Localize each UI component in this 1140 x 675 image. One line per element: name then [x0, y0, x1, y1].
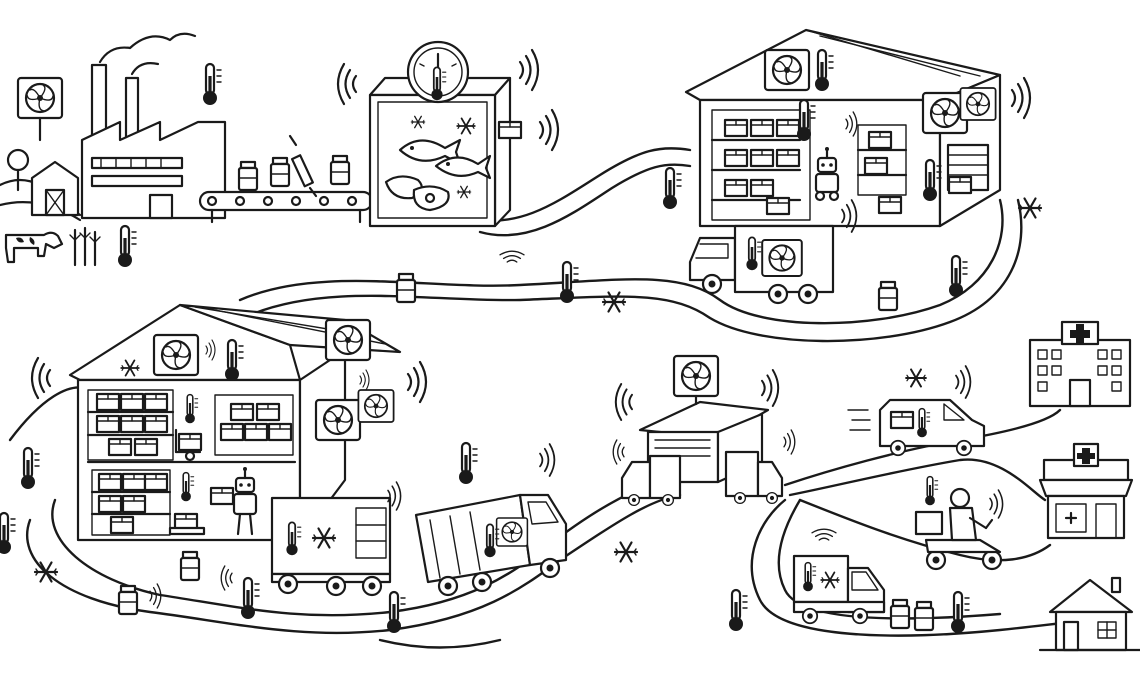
- freezer-room: [336, 40, 560, 228]
- refrigerated-truck-icon: [270, 481, 402, 597]
- vial-icon: [269, 156, 291, 188]
- warehouse-top: [661, 28, 1043, 228]
- thermometer-icon: [457, 441, 479, 486]
- fan-icon: [959, 87, 997, 121]
- wifi-signal-icon: [359, 369, 370, 391]
- house-icon: [1038, 576, 1140, 652]
- wheat-icon: [69, 226, 101, 267]
- wifi-signal-icon: [783, 429, 796, 455]
- refrigerated-truck-icon: [688, 199, 858, 305]
- thermometer-icon: [239, 576, 261, 621]
- fan-icon: [495, 517, 529, 547]
- wifi-signal-icon: [30, 356, 52, 400]
- wifi-signal-icon: [499, 250, 525, 263]
- vial-icon: [913, 600, 935, 632]
- thermometer-icon: [949, 590, 971, 635]
- fan-icon: [672, 354, 720, 398]
- wifi-signal-icon: [614, 383, 633, 421]
- cow-icon: [4, 231, 64, 264]
- wifi-signal-icon: [336, 62, 358, 106]
- wifi-signal-icon: [989, 489, 1004, 519]
- vial-icon: [889, 598, 911, 630]
- thermometer-icon: [19, 446, 41, 491]
- fan-icon: [152, 333, 200, 377]
- thermometer-icon: [727, 588, 749, 633]
- wifi-signal-icon: [539, 443, 556, 477]
- vial-icon: [329, 154, 351, 186]
- vial-icon: [395, 272, 417, 304]
- thermometer-icon: [385, 590, 407, 635]
- hospital-icon: [1028, 320, 1132, 408]
- wifi-signal-icon: [612, 439, 625, 465]
- wifi-signal-icon: [811, 528, 837, 541]
- delivery-van-icon: [847, 398, 986, 457]
- fish-icon: [434, 154, 492, 180]
- thermometer-icon: [661, 166, 683, 211]
- snowflake-icon: [1017, 197, 1043, 219]
- farm-fan-icon: [16, 76, 64, 120]
- vial-icon: [117, 584, 139, 616]
- wifi-signal-icon: [220, 565, 233, 591]
- motorbike-courier-icon: [914, 475, 1004, 571]
- thermometer-icon: [116, 224, 138, 269]
- tree-icon: [6, 148, 30, 192]
- delivery-van-icon: [724, 450, 784, 505]
- vial-icon: [237, 160, 259, 192]
- warehouse-bottom: [30, 303, 428, 542]
- barn-icon: [30, 160, 80, 217]
- factory-icon: [80, 32, 227, 220]
- thermometer-icon: [201, 62, 223, 107]
- robot-icon: [209, 467, 258, 536]
- thermometer-icon: [924, 475, 939, 507]
- wifi-signal-icon: [955, 365, 972, 399]
- refrigerated-truck-icon: [414, 443, 568, 597]
- fan-icon: [761, 239, 803, 277]
- fan-icon: [763, 48, 811, 92]
- wifi-signal-icon: [538, 108, 560, 152]
- syringe-icon: [288, 134, 318, 198]
- farm-area: [0, 62, 223, 269]
- robot-icon: [814, 147, 840, 202]
- snowflake-icon: [613, 541, 639, 563]
- fish-icon: [398, 138, 462, 166]
- vial-icon: [179, 550, 201, 582]
- wifi-signal-icon: [1010, 76, 1032, 120]
- refrigerated-truck-icon: [792, 528, 886, 625]
- box-icon: [497, 120, 523, 140]
- fan-icon: [314, 398, 362, 442]
- wifi-signal-icon: [518, 48, 540, 92]
- vial-icon: [877, 280, 899, 312]
- wifi-signal-icon: [406, 360, 428, 404]
- hand-truck-icon: [174, 428, 203, 462]
- pharmacy-icon: [1038, 442, 1134, 540]
- thermometer-icon: [0, 511, 17, 556]
- snowflake-icon: [905, 368, 927, 388]
- steak-icon: [384, 175, 450, 212]
- fan-icon: [357, 389, 395, 423]
- delivery-van-icon: [620, 454, 682, 507]
- snowflake-icon: [601, 291, 627, 313]
- fan-icon: [324, 318, 372, 362]
- wifi-signal-icon: [761, 369, 780, 407]
